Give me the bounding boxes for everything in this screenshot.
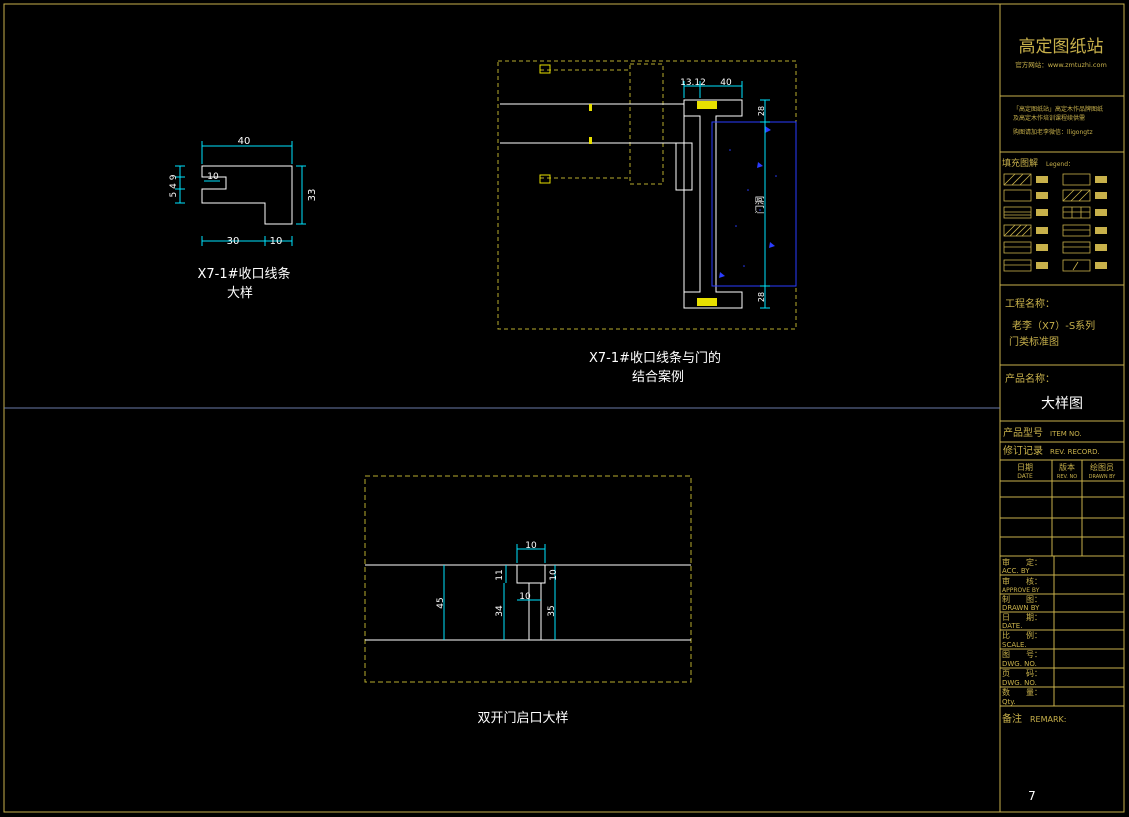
joint-dimensions	[683, 81, 770, 309]
item-no-en: ITEM NO.	[1050, 430, 1082, 438]
door-opening-wall	[711, 121, 797, 287]
project-name-line1: 老李（X7）-S系列	[1012, 319, 1095, 332]
row-qty-cn: 数 量：	[1002, 687, 1042, 697]
remark-label: 备注	[1002, 712, 1022, 725]
row-page-cn: 页 码：	[1002, 669, 1042, 678]
rev-col-drawer: 绘图员	[1090, 462, 1114, 472]
row-qty-en: Qty.	[1002, 698, 1016, 706]
promo-line1: 「高定图纸站」高定木作品牌图纸	[1013, 105, 1103, 113]
dim-right: 35	[547, 605, 557, 616]
dim-upper-right: 10	[549, 569, 559, 581]
detail-caption-line2: 结合案例	[632, 370, 684, 385]
detail-boundary	[364, 475, 692, 683]
dim-top-left: 13.12	[680, 78, 706, 88]
row-date-en: DATE.	[1002, 622, 1022, 630]
dim-right-mid: 门洞	[754, 196, 766, 214]
row-drawn-en: DRAWN BY	[1002, 604, 1040, 612]
dim-left: 5 4 9	[169, 174, 179, 197]
rev-col-version-en: REV. NO	[1057, 474, 1077, 480]
row-acc-cn: 审 定：	[1002, 557, 1042, 567]
title-block: 高定图纸站 官方网站：www.zmtuzhi.com 「高定图纸站」高定木作品牌…	[1000, 37, 1124, 803]
row-scale-cn: 比 例：	[1002, 630, 1042, 640]
row-acc-en: ACC. BY	[1002, 567, 1030, 575]
detail-boundary	[497, 60, 797, 330]
wall-section-hidden	[629, 63, 664, 185]
row-scale-en: SCALE.	[1002, 641, 1027, 649]
detail-caption-line1: X7-1#收口线条与门的	[589, 350, 721, 366]
trim-dimensions	[175, 141, 306, 246]
trim-frame-section	[683, 99, 743, 309]
trim-profile-outline	[201, 165, 293, 225]
dim-bottom-left: 30	[227, 236, 240, 247]
item-no-label: 产品型号	[1003, 426, 1043, 439]
detail-caption: 双开门启口大样	[477, 711, 568, 726]
rev-col-date-en: DATE	[1017, 473, 1033, 480]
rev-record-label: 修订记录	[1003, 444, 1043, 457]
project-label: 工程名称：	[1005, 297, 1055, 310]
project-name-line2: 门类标准图	[1009, 335, 1059, 348]
rev-col-version: 版本	[1059, 462, 1075, 472]
screw-top-icon	[697, 101, 717, 109]
dim-right-top: 28	[757, 106, 766, 116]
brand-website: 官方网站：www.zmtuzhi.com	[1015, 60, 1107, 69]
dim-left-inner: 34	[495, 605, 505, 617]
row-page-en: DWG. NO.	[1002, 679, 1037, 687]
page-number: 7	[1028, 789, 1036, 803]
product-label: 产品名称：	[1005, 372, 1055, 385]
screw-bottom-icon	[697, 298, 717, 306]
row-approve-cn: 审 核：	[1002, 576, 1042, 586]
row-dwg-en: DWG. NO.	[1002, 660, 1037, 668]
detail-double-door-rebate: 10 45 34 11 10 10 35 双开门启口大样	[364, 475, 692, 726]
dim-bottom-right: 10	[270, 236, 283, 247]
detail-trim-profile: 40 33 5 4 9 10 30 10 X7-1#收口线条 大样	[169, 136, 318, 301]
dim-small-left: 11	[495, 569, 505, 580]
promo-line2: 及高定木作培训课程续供需	[1013, 114, 1085, 122]
rebate-dimensions	[443, 544, 556, 640]
row-date-cn: 日 期：	[1002, 613, 1042, 622]
row-drawn-cn: 制 图：	[1002, 594, 1042, 604]
dim-inner: 10	[207, 172, 219, 182]
dim-left-outer: 45	[436, 597, 446, 608]
promo-line3: 购图请加老李微信：lligongtz	[1013, 128, 1093, 136]
concrete-hatch	[719, 126, 777, 278]
hatch-legend	[1003, 173, 1107, 272]
dim-top: 40	[238, 136, 251, 147]
product-name: 大样图	[1041, 396, 1083, 412]
brand-name: 高定图纸站	[1019, 37, 1104, 57]
dim-top: 10	[525, 541, 537, 551]
rev-col-drawer-en: DRAWN BY	[1089, 474, 1117, 480]
detail-caption-line1: X7-1#收口线条	[197, 266, 290, 282]
rev-col-date: 日期	[1017, 463, 1033, 472]
row-dwg-cn: 图 号：	[1002, 650, 1042, 659]
detail-trim-door-joint: 13.12 40 28 门洞 28 X7-1#收口线条与门的 结合案例	[497, 60, 797, 385]
dim-top-right: 40	[720, 78, 732, 88]
rev-record-en: REV. RECORD.	[1050, 448, 1100, 456]
legend-subtitle: Legend：	[1046, 161, 1074, 168]
legend-title: 填充图解	[1002, 157, 1038, 169]
dim-right-bottom: 28	[757, 292, 766, 302]
dim-lower-mid: 10	[519, 592, 531, 602]
remark-en: REMARK:	[1030, 715, 1067, 724]
row-approve-en: APPROVE BY	[1002, 587, 1040, 594]
signature-table	[1000, 556, 1124, 707]
dim-right: 33	[307, 189, 318, 202]
revision-table	[1000, 460, 1124, 557]
detail-caption-line2: 大样	[227, 286, 253, 301]
